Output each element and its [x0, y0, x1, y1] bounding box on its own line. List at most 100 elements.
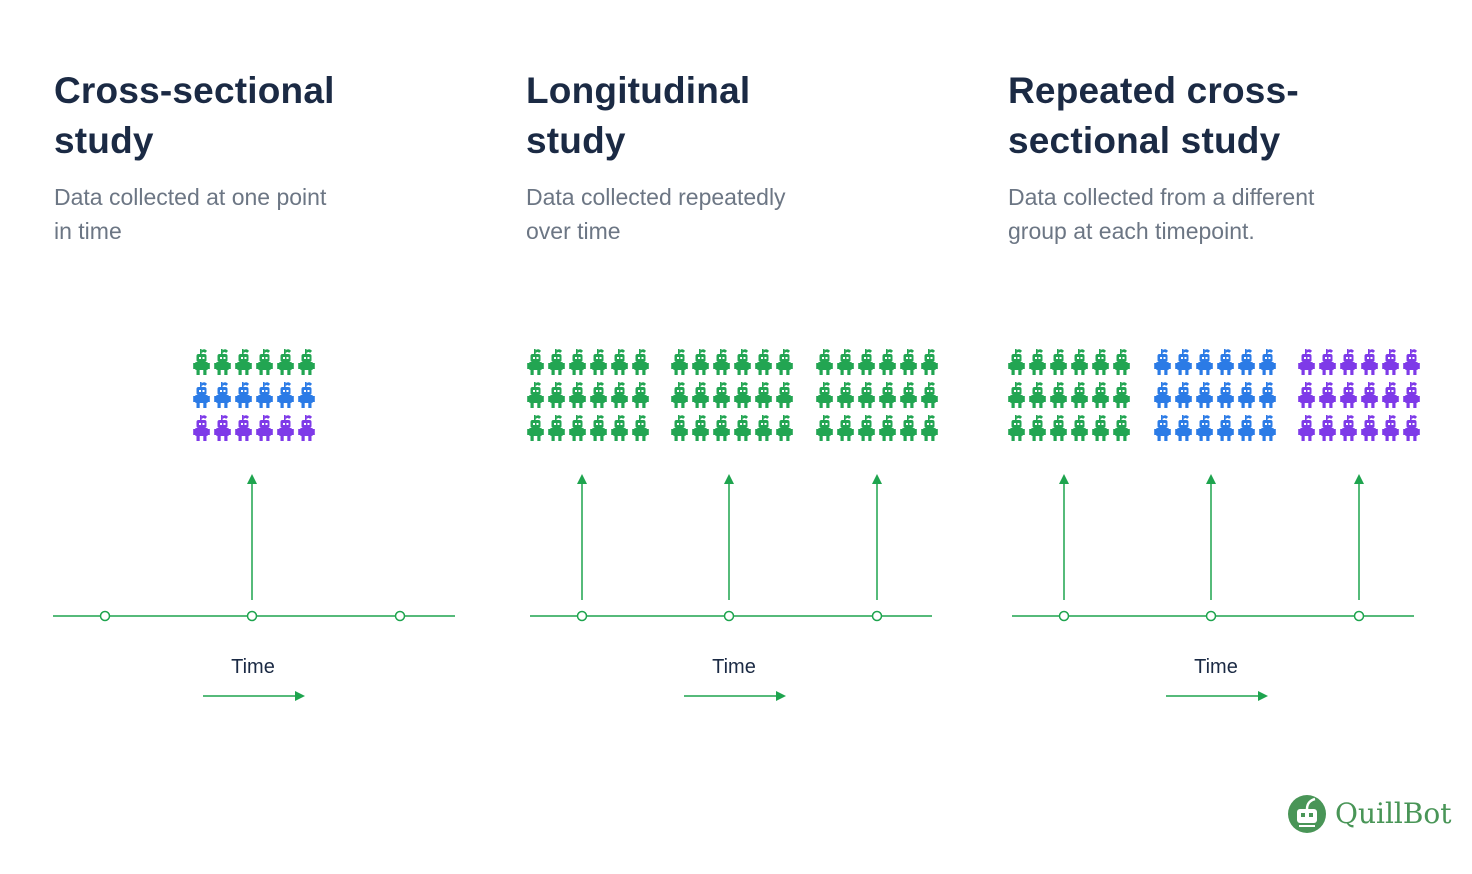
person-icon [1403, 349, 1420, 375]
person-icon [900, 415, 917, 441]
person-icon [837, 382, 854, 408]
person-icon [879, 349, 896, 375]
panel-description-line1: Data collected at one point [54, 184, 327, 210]
person-icon [193, 349, 210, 375]
timepoint-marker [1058, 610, 1070, 622]
person-icon [1340, 415, 1357, 441]
person-icon [713, 382, 730, 408]
person-icon [1259, 382, 1276, 408]
person-icon [921, 382, 938, 408]
person-icon [1008, 349, 1025, 375]
person-icon [235, 415, 252, 441]
person-icon [1340, 349, 1357, 375]
person-icon [1029, 349, 1046, 375]
person-icon [1071, 415, 1088, 441]
person-icon [1071, 382, 1088, 408]
person-icon [858, 382, 875, 408]
person-icon [548, 415, 565, 441]
person-icon [1361, 415, 1378, 441]
person-icon [548, 349, 565, 375]
person-icon [921, 415, 938, 441]
timeline-panel-1 [53, 349, 455, 701]
person-icon [692, 349, 709, 375]
person-icon [1029, 382, 1046, 408]
participant-group [1008, 349, 1130, 441]
person-icon [1319, 382, 1336, 408]
timepoint-marker [1353, 610, 1365, 622]
person-icon [611, 382, 628, 408]
person-icon [837, 415, 854, 441]
person-icon [214, 382, 231, 408]
person-icon [671, 349, 688, 375]
person-icon [1196, 415, 1213, 441]
person-icon [1382, 349, 1399, 375]
person-icon [1382, 382, 1399, 408]
person-icon [256, 349, 273, 375]
participant-group [527, 349, 649, 441]
panel-description-line2: group at each timepoint. [1008, 218, 1255, 244]
person-icon [734, 382, 751, 408]
person-icon [632, 349, 649, 375]
timepoint-marker [871, 610, 883, 622]
person-icon [1029, 415, 1046, 441]
person-icon [776, 349, 793, 375]
person-icon [1298, 349, 1315, 375]
person-icon [1298, 415, 1315, 441]
person-icon [1403, 415, 1420, 441]
panel-repeated-cross-sectional: Repeated cross- sectional study Data col… [1008, 0, 1448, 874]
person-icon [900, 382, 917, 408]
panel-description-line2: over time [526, 218, 621, 244]
panel-title-line1: Repeated cross- [1008, 70, 1299, 111]
person-icon [214, 415, 231, 441]
person-icon [837, 349, 854, 375]
person-icon [755, 415, 772, 441]
person-icon [816, 382, 833, 408]
timepoint-marker [394, 610, 406, 622]
timepoint-marker [99, 610, 111, 622]
person-icon [590, 382, 607, 408]
person-icon [1113, 349, 1130, 375]
logo-text: QuillBot [1335, 797, 1452, 830]
person-icon [1196, 349, 1213, 375]
person-icon [1196, 382, 1213, 408]
person-icon [1050, 382, 1067, 408]
person-icon [1403, 382, 1420, 408]
person-icon [590, 415, 607, 441]
participant-group [816, 349, 938, 441]
person-icon [816, 349, 833, 375]
person-icon [879, 382, 896, 408]
person-icon [755, 349, 772, 375]
person-icon [277, 382, 294, 408]
person-icon [569, 415, 586, 441]
person-icon [277, 349, 294, 375]
person-icon [298, 349, 315, 375]
person-icon [858, 415, 875, 441]
person-icon [1238, 415, 1255, 441]
person-icon [734, 415, 751, 441]
person-icon [1238, 349, 1255, 375]
panel-description-line2: in time [54, 218, 122, 244]
time-label: Time [1194, 656, 1238, 678]
person-icon [298, 415, 315, 441]
person-icon [1071, 349, 1088, 375]
person-icon [1113, 415, 1130, 441]
person-icon [1238, 382, 1255, 408]
person-icon [776, 415, 793, 441]
person-icon [692, 382, 709, 408]
person-icon [1259, 415, 1276, 441]
person-icon [1259, 349, 1276, 375]
person-icon [776, 382, 793, 408]
participant-group [1154, 349, 1276, 441]
quillbot-logo: QuillBot [1287, 793, 1457, 835]
person-icon [1175, 349, 1192, 375]
person-icon [713, 415, 730, 441]
person-icon [590, 349, 607, 375]
person-icon [1298, 382, 1315, 408]
panel-title-line1: Longitudinal [526, 70, 751, 111]
person-icon [527, 382, 544, 408]
panel-title: Cross-sectional study [54, 66, 434, 166]
person-icon [1113, 382, 1130, 408]
person-icon [1154, 349, 1171, 375]
timepoint-marker [723, 610, 735, 622]
person-icon [193, 415, 210, 441]
